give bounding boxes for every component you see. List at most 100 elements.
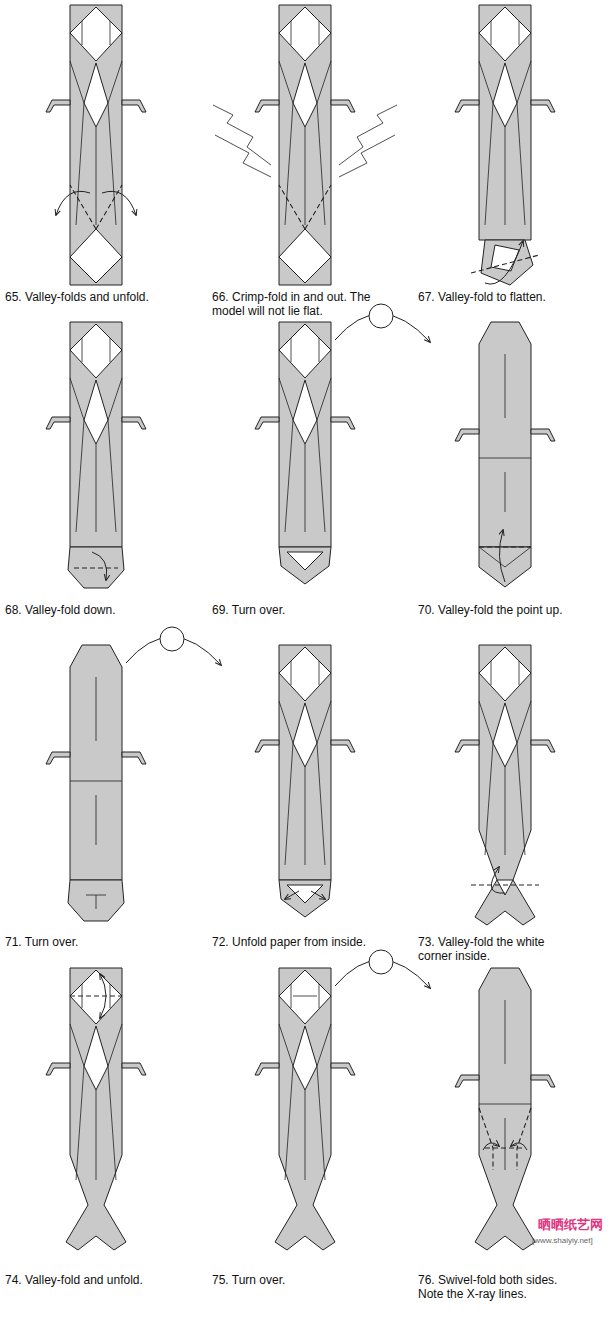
crease-line (96, 895, 97, 909)
crease-line (319, 661, 320, 685)
step-caption: 76. Swivel-fold both sides. Note the X-r… (418, 1273, 578, 1301)
flipper (331, 417, 355, 429)
crease-line (505, 767, 506, 855)
x-ray-line (485, 1147, 525, 1148)
flipper (46, 100, 70, 112)
crease-line (317, 1066, 325, 1180)
crease-line (491, 21, 492, 45)
step-caption: 68. Valley-fold down. (5, 603, 205, 617)
center-kite (293, 380, 317, 444)
crease-line (96, 444, 97, 532)
watermark-url: [www.shaiyiy.net] (532, 1236, 608, 1246)
flipper (531, 100, 555, 112)
model-body (475, 968, 535, 1250)
crease-line (305, 127, 306, 225)
center-kite (84, 63, 108, 127)
crease-line (305, 1090, 306, 1180)
tail-diamond (279, 229, 331, 283)
crease-line (479, 701, 493, 743)
fold-arrow (511, 1143, 527, 1150)
tail-flap (481, 240, 533, 285)
crease-line (319, 984, 320, 1008)
tail-diamond (70, 229, 122, 283)
turn-over-symbol (369, 304, 393, 328)
fold-step-figure (455, 645, 555, 925)
turn-over-symbol (369, 950, 393, 974)
crease-line (317, 378, 331, 420)
crease-line (505, 472, 506, 512)
watermark: 晒晒纸艺网 (538, 1218, 608, 1232)
crease-line (517, 743, 525, 855)
crease-line (485, 743, 493, 855)
crease-line (110, 21, 111, 45)
head-diamond (279, 647, 331, 701)
crimp-symbol (339, 105, 397, 165)
crease-line (110, 338, 111, 362)
fold-arrow (56, 191, 90, 215)
crease-line (479, 458, 531, 459)
model-body (70, 5, 122, 285)
step-caption: 75. Turn over. (212, 1273, 402, 1287)
center-kite (293, 1026, 317, 1090)
tail-flap (279, 880, 331, 917)
head-diamond (70, 7, 122, 61)
valley-line (305, 185, 331, 229)
center-kite (84, 1026, 108, 1090)
fold-step-figure (255, 950, 430, 1250)
crease-line (70, 1024, 84, 1066)
crease-line (70, 378, 84, 420)
crease-line (279, 378, 293, 420)
model-body (479, 5, 531, 240)
model-body (279, 5, 331, 285)
crease-line (317, 61, 331, 103)
fold-arrow (491, 867, 505, 893)
flipper (331, 1063, 355, 1075)
crease-line (82, 21, 83, 45)
fold-step-figure (46, 5, 146, 285)
crease-line (505, 354, 506, 418)
tail-flap (279, 547, 331, 584)
head-diamond (70, 324, 122, 378)
flipper (122, 1063, 146, 1075)
head-diamond (479, 647, 531, 701)
crease-line (96, 677, 97, 741)
crimp-symbol (339, 135, 395, 177)
flipper (46, 1063, 70, 1075)
step-caption: 67. Valley-fold to flatten. (418, 290, 608, 304)
step-caption: 70. Valley-fold the point up. (418, 603, 608, 617)
crease-line (505, 127, 506, 225)
center-kite (84, 380, 108, 444)
flipper (455, 100, 479, 112)
fold-arrow (285, 891, 299, 899)
crease-line (479, 61, 493, 103)
fold-arrow (485, 241, 523, 284)
tail-flap (68, 547, 124, 588)
valley-line (70, 995, 122, 996)
step-caption: 73. Valley-fold the white corner inside. (418, 935, 578, 963)
crease-line (108, 378, 122, 420)
crease-line (293, 996, 317, 997)
model-body (70, 322, 122, 547)
valley-line (471, 884, 539, 885)
model-body (66, 968, 126, 1250)
crease-line (279, 61, 293, 103)
crease-line (505, 1118, 506, 1170)
fold-step-figure (213, 5, 397, 285)
crease-line (279, 1024, 293, 1066)
crease-line (70, 61, 84, 103)
head-diamond (70, 970, 122, 1024)
model-body (475, 645, 535, 925)
crimp-symbol (215, 135, 271, 177)
head-diamond (279, 970, 331, 1024)
x-ray-line (517, 1108, 531, 1170)
fold-arrow (483, 1143, 499, 1150)
center-kite (293, 703, 317, 767)
crease-line (517, 701, 531, 743)
crease-line (96, 795, 97, 845)
crease-line (285, 1066, 293, 1180)
crease-line (96, 127, 97, 225)
step-caption: 72. Unfold paper from inside. (212, 935, 402, 949)
fold-arrow (102, 191, 136, 215)
flipper (531, 740, 555, 752)
crease-line (519, 661, 520, 685)
